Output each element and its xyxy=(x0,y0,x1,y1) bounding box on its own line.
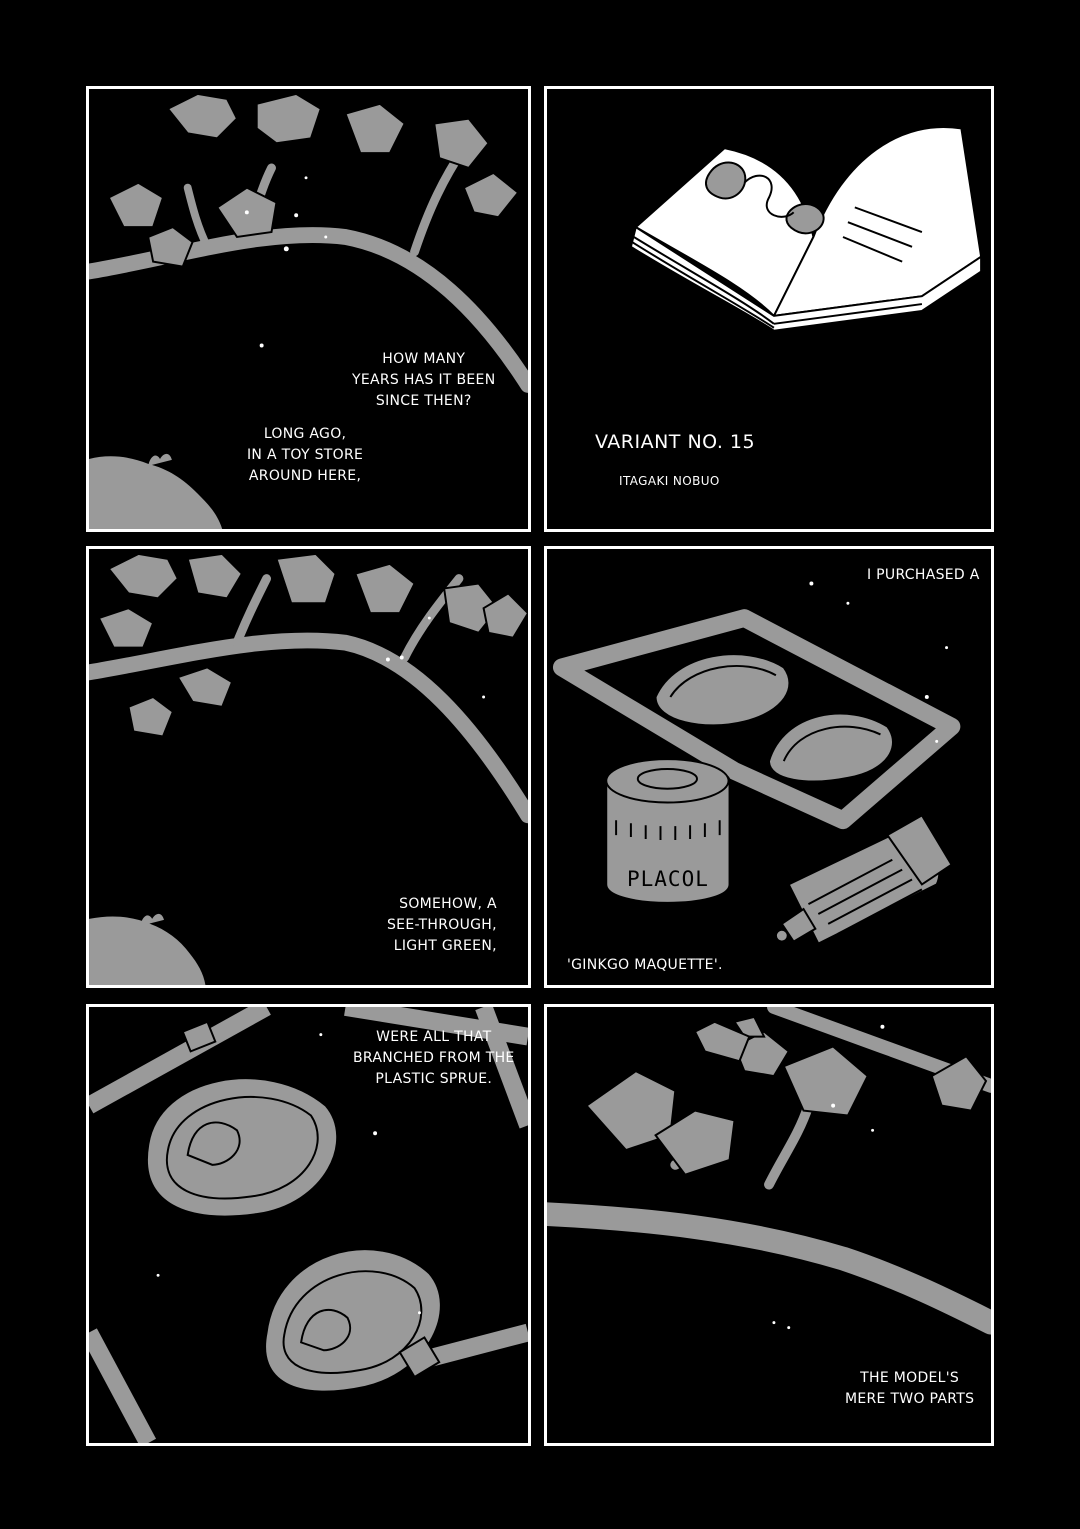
caption-line: HOW MANY xyxy=(382,351,466,367)
caption-mere-two-parts: THE MODEL'S MERE TWO PARTS xyxy=(845,1368,974,1410)
caption-line: IN A TOY STORE xyxy=(247,447,364,463)
caption-ginkgo-maquette: 'GINKGO MAQUETTE'. xyxy=(567,955,723,976)
ginkgo-branch-illustration xyxy=(89,552,528,985)
caption-branched-from-sprue: WERE ALL THAT BRANCHED FROM THE PLASTIC … xyxy=(353,1027,515,1090)
jar-label: PLACOL xyxy=(627,867,709,891)
caption-long-ago: LONG AGO, IN A TOY STORE AROUND HERE, xyxy=(247,424,363,487)
caption-line: PLASTIC SPRUE. xyxy=(375,1071,493,1087)
caption-how-many-years: HOW MANY YEARS HAS IT BEEN SINCE THEN? xyxy=(352,349,495,412)
panel-5: WERE ALL THAT BRANCHED FROM THE PLASTIC … xyxy=(86,1004,531,1446)
caption-line: SEE-THROUGH, xyxy=(387,917,497,933)
author-name: ITAGAKI NOBUO xyxy=(619,474,720,488)
panel-4: PLACOL NOBUO ITAGA I PURCHASED A 'GINKGO… xyxy=(544,546,994,988)
sprue-parts-illustration xyxy=(89,1007,528,1443)
caption-line: WERE ALL THAT xyxy=(376,1029,492,1045)
open-book-illustration xyxy=(629,126,983,332)
jar-sublabel: NOBUO ITAGA xyxy=(629,920,689,929)
caption-line: BRANCHED FROM THE xyxy=(353,1050,515,1066)
caption-see-through: SOMEHOW, A SEE-THROUGH, LIGHT GREEN, xyxy=(387,894,497,957)
caption-line: THE MODEL'S xyxy=(860,1370,960,1386)
panel-2: VARIANT NO. 15 ITAGAKI NOBUO xyxy=(544,86,994,532)
caption-line: LONG AGO, xyxy=(263,426,347,442)
caption-line: AROUND HERE, xyxy=(248,468,362,484)
panel-6: THE MODEL'S MERE TWO PARTS xyxy=(544,1004,994,1446)
caption-i-purchased: I PURCHASED A xyxy=(867,565,980,586)
panel-1: HOW MANY YEARS HAS IT BEEN SINCE THEN? L… xyxy=(86,86,531,532)
model-kit-illustration xyxy=(552,581,961,945)
caption-line: SINCE THEN? xyxy=(375,393,472,409)
ginkgo-branch-illustration xyxy=(89,92,528,529)
caption-line: YEARS HAS IT BEEN xyxy=(352,372,496,388)
caption-line: I PURCHASED A xyxy=(867,567,980,583)
panel-3: SOMEHOW, A SEE-THROUGH, LIGHT GREEN, xyxy=(86,546,531,988)
caption-line: 'GINKGO MAQUETTE'. xyxy=(567,957,723,973)
ginkgo-model-illustration xyxy=(547,1007,991,1335)
caption-line: MERE TWO PARTS xyxy=(845,1391,975,1407)
caption-line: LIGHT GREEN, xyxy=(393,938,497,954)
caption-line: SOMEHOW, A xyxy=(399,896,497,912)
story-title: VARIANT NO. 15 xyxy=(595,431,756,453)
